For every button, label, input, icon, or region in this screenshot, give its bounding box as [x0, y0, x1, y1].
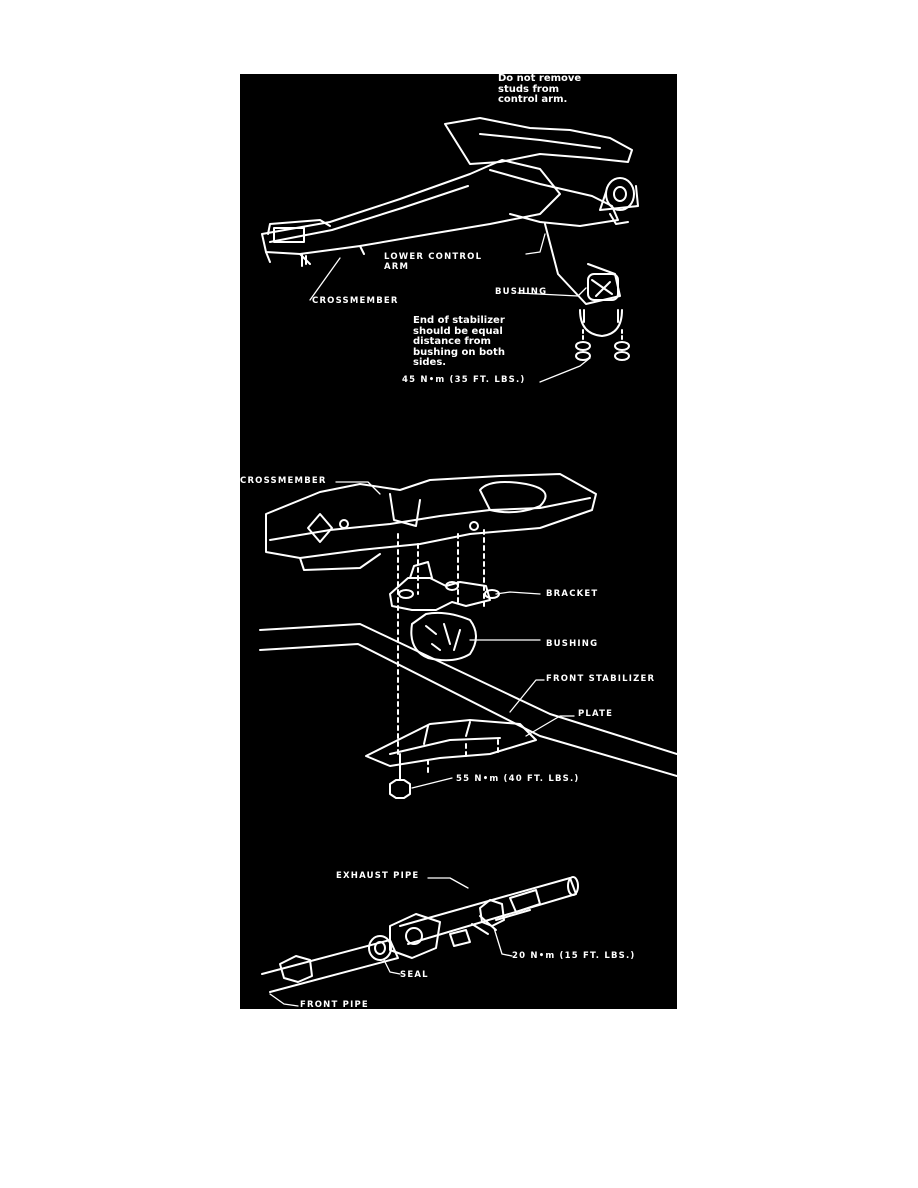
plate-shape — [365, 719, 537, 767]
label-torque-55nm: 55 N•m (40 FT. LBS.) — [456, 774, 580, 784]
figure-2-illustration — [259, 473, 677, 799]
label-bushing-2: BUSHING — [546, 639, 599, 649]
crossmember-shape — [261, 159, 561, 255]
figure-1-illustration — [261, 117, 639, 383]
label-front-pipe: FRONT PIPE — [300, 1000, 369, 1009]
label-exhaust-pipe: EXHAUST PIPE — [336, 871, 420, 881]
exhaust-pipe-shape — [399, 877, 577, 945]
label-torque-45nm: 45 N•m (35 FT. LBS.) — [402, 375, 526, 385]
label-plate: PLATE — [578, 709, 614, 719]
label-seal: SEAL — [400, 970, 429, 980]
note-do-not-remove-studs: Do not remove studs from control arm. — [498, 74, 582, 105]
diagram-panel: Do not remove studs from control arm. LO… — [240, 74, 677, 1009]
control-arm-shape — [489, 169, 619, 227]
front-pipe-shape — [261, 939, 399, 993]
label-front-stabilizer: FRONT STABILIZER — [546, 674, 656, 684]
label-lower-control-arm: LOWER CONTROL ARM — [384, 252, 483, 272]
bracket-shape — [389, 577, 491, 611]
front-stabilizer-bar — [259, 623, 677, 755]
note-stabilizer-distance: End of stabilizer should be equal distan… — [413, 315, 505, 368]
label-bushing-1: BUSHING — [495, 287, 548, 297]
figure-3-illustration — [261, 876, 579, 1007]
label-torque-20nm: 20 N•m (15 FT. LBS.) — [512, 951, 636, 961]
label-crossmember-1: CROSSMEMBER — [312, 296, 399, 306]
label-crossmember-2: CROSSMEMBER — [240, 476, 327, 486]
label-bracket: BRACKET — [546, 589, 599, 599]
bushing-shape — [587, 273, 619, 301]
